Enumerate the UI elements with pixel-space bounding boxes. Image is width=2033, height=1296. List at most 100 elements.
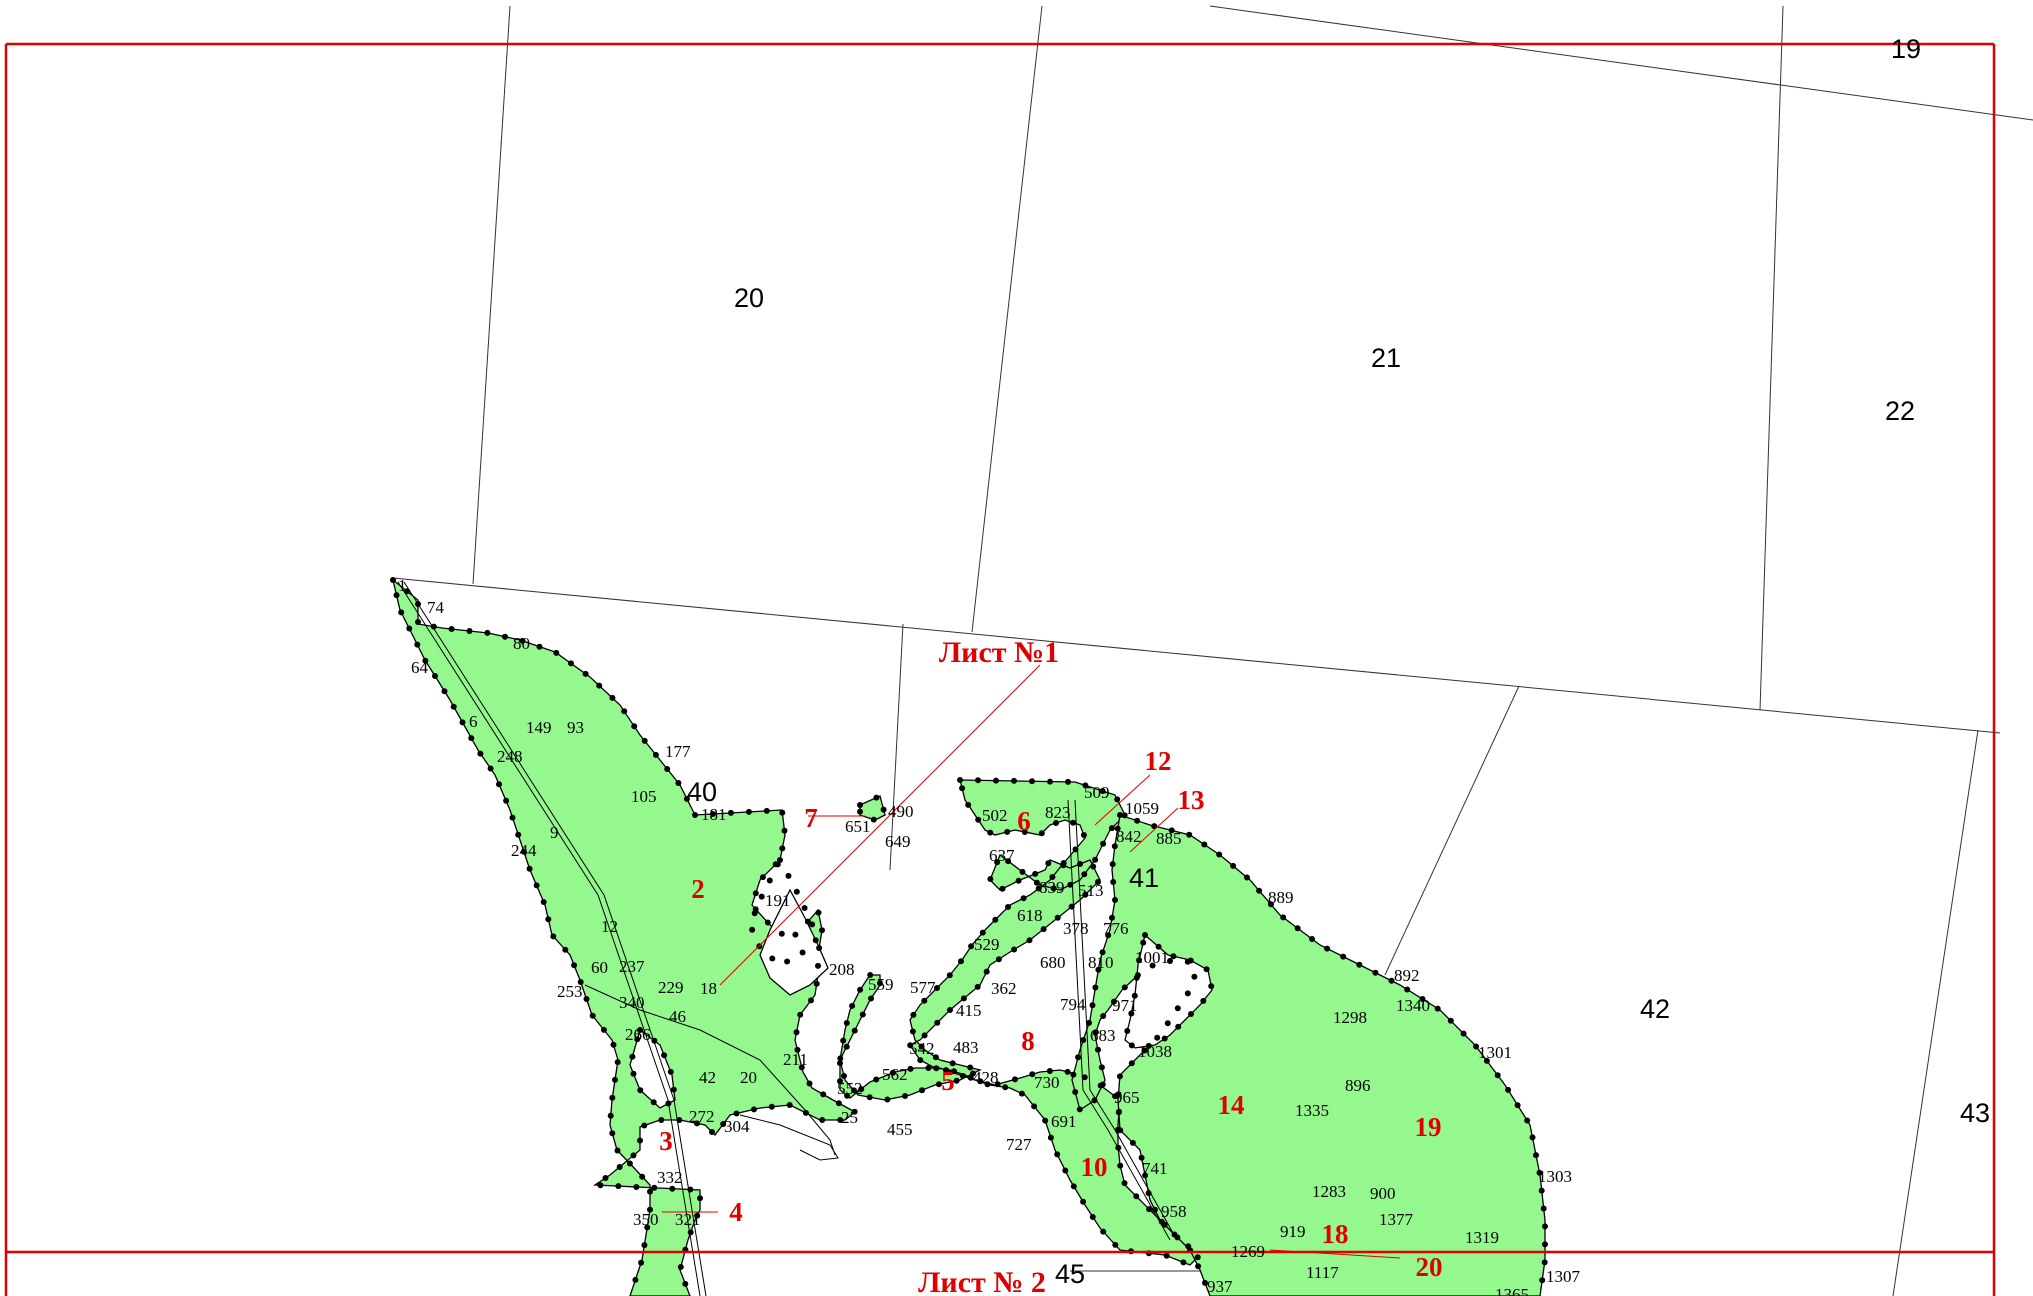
boundary-point [778,930,785,937]
boundary-point [1167,958,1173,964]
boundary-point [851,1108,858,1115]
parcel-contour-2 [391,578,857,1296]
boundary-point [1068,903,1075,910]
boundary-point [1105,932,1112,939]
boundary-point [1020,895,1027,902]
boundary-point [1100,1228,1107,1235]
boundary-point [967,1064,974,1071]
point-label: 562 [882,1065,908,1084]
boundary-point [910,1011,917,1018]
boundary-point [1062,1167,1069,1174]
boundary-point [799,949,806,956]
boundary-point [1040,926,1047,933]
boundary-point [1114,796,1121,803]
boundary-point [1203,966,1210,973]
boundary-point [1004,828,1011,835]
boundary-point [1187,957,1194,964]
boundary-point [675,780,682,786]
boundary-point [1340,953,1347,960]
boundary-point [1115,1109,1122,1116]
boundary-point [633,1184,640,1190]
boundary-point [650,1099,657,1106]
point-label: 253 [557,982,583,1001]
boundary-point [1195,1263,1202,1270]
boundary-point [974,983,981,990]
point-label: 266 [625,1025,651,1044]
boundary-point [987,876,994,882]
boundary-point [1115,1091,1122,1098]
boundary-point [749,926,756,933]
boundary-point [907,1042,914,1049]
boundary-point [597,1182,604,1189]
boundary-point [1099,949,1106,956]
point-label: 105 [631,787,657,806]
boundary-point [909,1028,916,1035]
boundary-point [1505,1086,1512,1093]
boundary-point [1161,1035,1168,1042]
boundary-point [1356,961,1363,968]
contour-label-13: 13 [1178,785,1205,815]
boundary-point [536,643,543,650]
point-label: 776 [1103,919,1129,938]
boundary-point [999,885,1006,892]
contour-label-3: 3 [659,1126,673,1156]
boundary-point [1201,841,1208,848]
boundary-point [995,956,1002,963]
boundary-point [752,890,759,897]
point-label: 823 [1045,803,1071,822]
boundary-point [390,577,396,583]
boundary-point [794,1046,801,1053]
boundary-point [1200,997,1207,1004]
point-label: 378 [1063,919,1089,938]
boundary-point [953,1077,960,1084]
boundary-point [745,808,752,815]
boundary-point [665,1100,672,1107]
boundary-point [902,1093,908,1099]
boundary-point [841,1072,847,1079]
point-label: 64 [411,658,429,677]
boundary-point [946,972,953,979]
point-label: 542 [909,1039,935,1058]
point-label: 18 [700,979,717,998]
boundary-point [1047,1134,1054,1141]
boundary-point [1138,1154,1145,1161]
point-label: 842 [1116,827,1142,846]
point-label: 1001 [1135,948,1169,967]
point-label: 208 [829,960,855,979]
boundary-point [779,845,786,852]
boundary-point [632,1276,639,1283]
boundary-point [868,995,874,1002]
boundary-point [1108,825,1115,832]
boundary-point [1038,830,1045,837]
boundary-point [970,1070,976,1077]
point-label: 559 [868,975,894,994]
boundary-point [637,1027,643,1033]
boundary-point [1175,1023,1182,1030]
boundary-point [669,1185,676,1192]
boundary-point [1128,1042,1135,1049]
point-label: 1038 [1138,1042,1172,1061]
boundary-point [1049,874,1056,880]
boundary-point [1018,1090,1025,1097]
point-label: 12 [601,917,618,936]
quarter-label-41: 41 [1129,863,1159,893]
boundary-point [629,1053,636,1060]
boundary-point [562,946,569,953]
boundary-point [1095,1046,1101,1053]
boundary-point [764,919,771,926]
boundary-point [1191,973,1198,980]
boundary-point [610,1041,617,1048]
boundary-point [651,1037,658,1044]
boundary-point [687,1229,694,1236]
boundary-point [1121,812,1128,819]
boundary-point [1076,1106,1083,1113]
sheet-frames [4,42,1996,1296]
boundary-point [1064,1068,1071,1075]
boundary-point [631,723,638,730]
boundary-point [647,1206,653,1213]
boundary-point [1075,1054,1082,1061]
boundary-point [1112,897,1118,903]
point-label: 637 [989,846,1015,865]
point-label: 177 [665,742,691,761]
